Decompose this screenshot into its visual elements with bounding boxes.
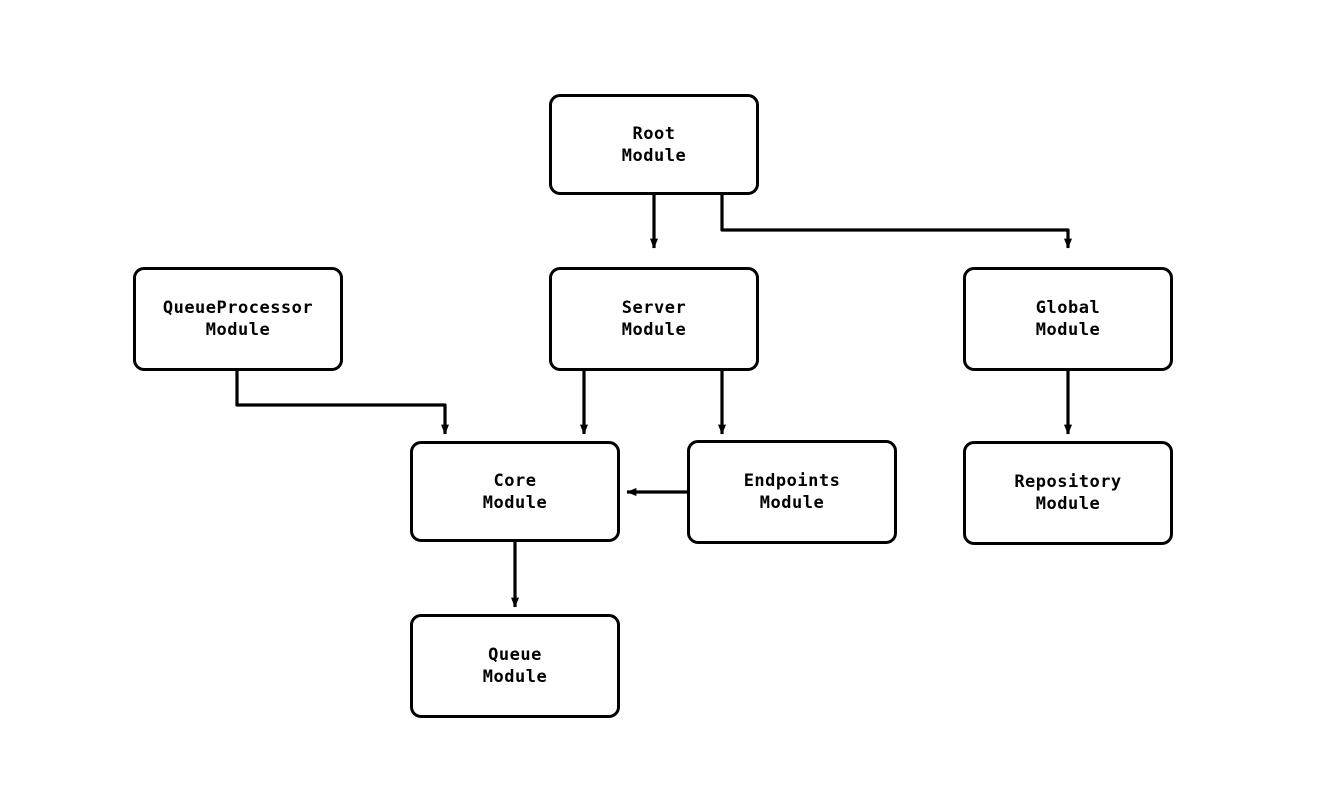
node-queue-label-line2: Module — [482, 667, 548, 687]
node-server-label-line1: Server — [621, 298, 687, 318]
node-core-label-line1: Core — [493, 470, 537, 491]
node-repository-label-line2: Module — [1035, 494, 1101, 514]
node-queueprocessor-label-line1: QueueProcessor — [162, 298, 314, 318]
node-queue[interactable]: Queue Module — [410, 614, 620, 718]
node-endpoints-label-line2: Module — [759, 493, 825, 513]
node-root[interactable]: Root Module — [549, 94, 759, 195]
node-queue-label-line1: Queue — [488, 645, 542, 665]
node-global-label-line1: Global — [1035, 298, 1101, 318]
node-queueprocessor[interactable]: QueueProcessor Module — [133, 267, 343, 371]
node-core[interactable]: Core Module — [410, 441, 620, 542]
node-global[interactable]: Global Module — [963, 267, 1173, 371]
node-core-label-line2: Module — [482, 492, 548, 513]
node-global-label-line2: Module — [1035, 320, 1101, 340]
node-repository[interactable]: Repository Module — [963, 441, 1173, 545]
node-endpoints-label-line1: Endpoints — [743, 471, 841, 491]
node-server-label-line2: Module — [621, 320, 687, 340]
node-queueprocessor-label-line2: Module — [205, 320, 271, 340]
node-root-label-line1: Root — [632, 123, 676, 144]
node-repository-label-line1: Repository — [1014, 472, 1122, 492]
edge-queueprocessor-to-core — [235, 371, 449, 435]
edge-root-to-global — [720, 195, 1072, 249]
node-root-label-line2: Module — [621, 145, 687, 166]
node-endpoints[interactable]: Endpoints Module — [687, 440, 897, 544]
node-server[interactable]: Server Module — [549, 267, 759, 371]
